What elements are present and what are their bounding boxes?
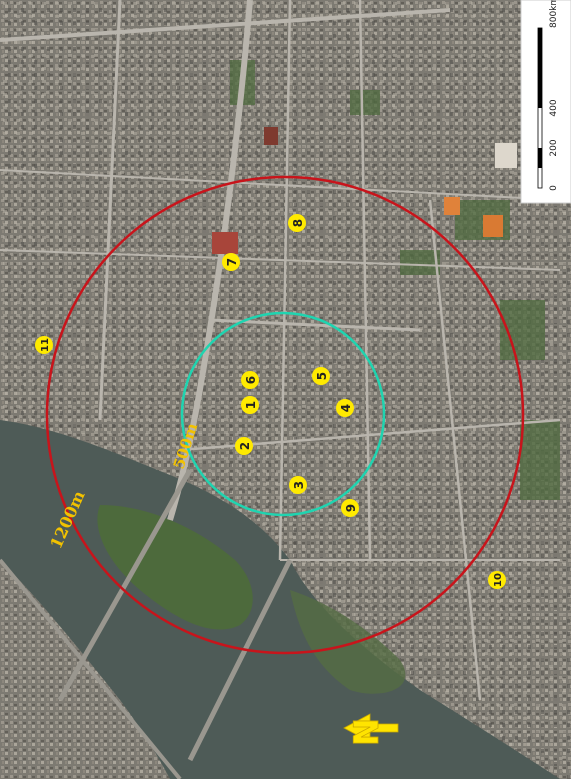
scale-tick-200: 200 [549, 139, 559, 156]
outer-radius-ring [45, 175, 525, 655]
marker-label: 3 [292, 481, 306, 489]
marker-9[interactable]: 9 [341, 499, 359, 517]
marker-3[interactable]: 3 [289, 476, 307, 494]
marker-label: 2 [238, 442, 252, 450]
marker-label: 6 [244, 376, 258, 384]
site-markers: 1 2 3 4 5 6 7 8 [35, 214, 506, 589]
scale-tick-400: 400 [549, 99, 559, 116]
marker-6[interactable]: 6 [241, 371, 259, 389]
landmark-buildings [212, 127, 517, 254]
river-island [97, 505, 253, 630]
marker-label: 8 [291, 219, 305, 227]
marker-label: 9 [344, 504, 358, 512]
inner-radius-ring [180, 311, 386, 517]
marker-2[interactable]: 2 [235, 437, 253, 455]
bridges [0, 468, 293, 779]
marker-label: 5 [315, 372, 329, 380]
scale-tick-800km: 800km [549, 0, 559, 28]
north-letter: N [347, 718, 387, 746]
river [0, 420, 560, 779]
scale-bar: 0 200 400 800km [520, 0, 571, 204]
marker-label: 11 [40, 338, 51, 352]
marker-8[interactable]: 8 [288, 214, 306, 232]
north-arrow-icon: N [343, 713, 399, 747]
marker-label: 1 [244, 401, 258, 409]
marker-7[interactable]: 7 [222, 253, 240, 271]
marker-4[interactable]: 4 [336, 399, 354, 417]
marker-1[interactable]: 1 [241, 396, 259, 414]
marker-label: 7 [225, 258, 239, 266]
marker-5[interactable]: 5 [312, 367, 330, 385]
marker-11[interactable]: 11 [35, 336, 53, 354]
marker-label: 4 [339, 404, 353, 412]
marker-label: 10 [493, 573, 504, 587]
roads [0, 0, 561, 701]
scale-tick-0: 0 [549, 185, 559, 191]
marker-10[interactable]: 10 [488, 571, 506, 589]
